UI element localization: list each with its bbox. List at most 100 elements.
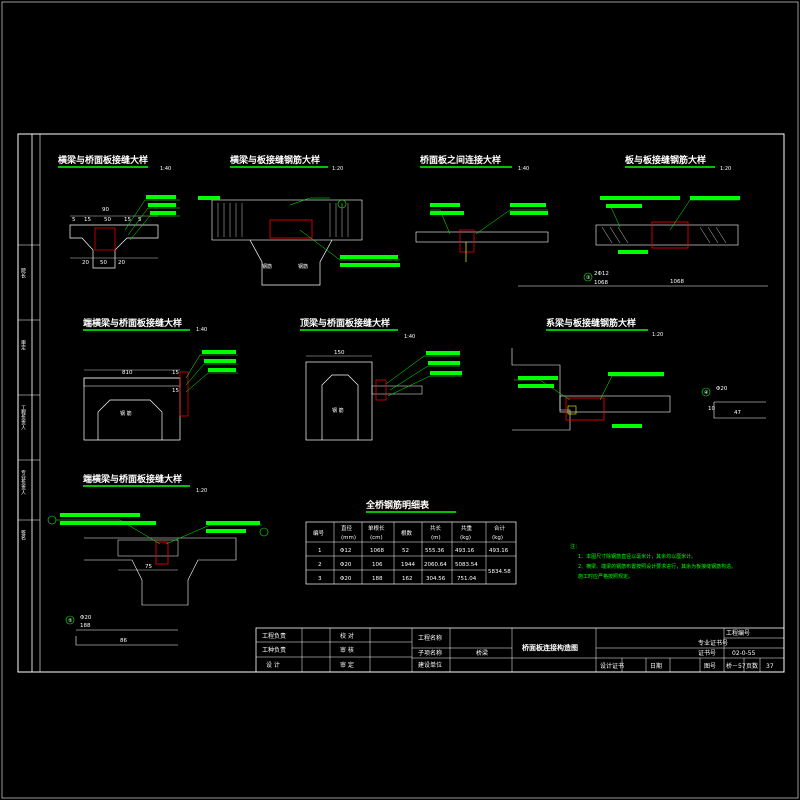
detail-1-label-bar-2 (148, 203, 176, 207)
detail-7-bar-shape (713, 402, 766, 419)
detail-7-label-bar-2 (518, 384, 554, 388)
detail-6-opening (321, 374, 359, 440)
detail-8-callout-circle-a (47, 515, 57, 525)
tb-right-top-a: 专业证书号 (698, 639, 728, 647)
detail-3-label-bar-2 (430, 211, 464, 215)
notes-line-3: 施工时应严格按照规定。 (578, 573, 633, 580)
detail-8-callout-circle-b (259, 527, 269, 537)
detail-4-label-bar-2 (606, 204, 642, 208)
detail-8-scale: 1:20 (196, 488, 207, 494)
detail-6-label-bar-3 (430, 371, 462, 375)
detail-4-label-bar-3 (690, 196, 740, 200)
detail-4-callout-text: 2Φ12 (594, 271, 609, 277)
tb-bottom-5: 页数 (746, 662, 758, 670)
detail-2-beam (249, 239, 333, 286)
tb-r1c3: 校 对 (340, 632, 354, 640)
detail-8-label-bar-1 (60, 513, 140, 517)
detail-6-center-label: 钢 筋 (332, 407, 344, 414)
detail-5-dim: 810 (122, 370, 133, 376)
detail-2-label-b: 钢筋 (298, 263, 308, 270)
table-row: 3 Φ20 188 162 304.56 751.04 (318, 576, 477, 582)
table-row: 2 Φ20 106 1944 2060.64 5083.54 (318, 562, 478, 568)
detail-2-slab (211, 199, 363, 241)
th-3: 单根长 (368, 524, 385, 532)
left-strip-label-5: 签名 (20, 529, 26, 541)
detail-7-label-bar-4 (612, 424, 642, 428)
cell: 493.16 (455, 548, 475, 554)
detail-8: 端横梁与桥面板接缝大样 1:20 75 ⑤ Φ20 188 86 (47, 473, 269, 646)
detail-8-callout-text: Φ20 (80, 615, 92, 621)
detail-5-label-bar-1 (202, 350, 236, 354)
detail-6-label-bar-2 (428, 361, 460, 365)
tb-right-mid-b: 02-0-55 (732, 650, 756, 657)
dim-15a: 15 (84, 217, 91, 223)
notes: 注： 1、本图尺寸除钢筋直径以毫米计，其余均以厘米计。 2、横梁、端梁的钢筋布置… (570, 543, 736, 580)
detail-3-scale: 1:40 (518, 166, 529, 172)
tb-drawing-title: 桥面板连接构造图 (522, 643, 578, 652)
cell: 304.56 (426, 576, 446, 582)
table-merged-total: 5834.58 (488, 569, 511, 575)
dim-5a: 5 (72, 217, 76, 223)
cell: 106 (372, 562, 383, 568)
tb-right-top-b: 工程编号 (726, 629, 750, 637)
tb-r3c3: 审 定 (340, 661, 354, 669)
detail-4: 板与板接缝钢筋大样 1:20 ③ 2Φ12 1068 1068 (518, 154, 768, 287)
table-frame (305, 521, 517, 585)
tb-r1c1: 工程负责 (262, 632, 286, 640)
detail-8-callout-sub: 188 (80, 623, 91, 629)
cell: 1944 (401, 562, 415, 568)
detail-6-dim: 150 (334, 350, 345, 356)
detail-6-label-bar-1 (426, 351, 460, 355)
detail-2-label-bar-3 (198, 196, 220, 200)
th-3u: (cm) (370, 535, 383, 541)
detail-6-slab (371, 385, 423, 395)
tb-bottom-1: 设计证书 (600, 662, 624, 670)
detail-7-slab (559, 395, 671, 413)
tb-r2c1: 工种负责 (262, 646, 286, 654)
detail-8-rebar (155, 541, 169, 565)
detail-7-rebar (565, 397, 605, 421)
detail-4-hatch (601, 226, 727, 244)
detail-7-dim: 47 (734, 410, 741, 416)
th-6u: (kg) (460, 535, 471, 541)
cell: Φ12 (340, 548, 351, 554)
detail-6-title: 顶梁与桥面板接缝大样 (300, 317, 390, 329)
detail-3-label-bar-3 (510, 203, 546, 207)
detail-2-callout (337, 199, 347, 209)
dim-20a: 20 (82, 260, 89, 266)
title-block-frame (255, 627, 785, 673)
detail-2-title: 横梁与板接缝钢筋大样 (230, 154, 320, 166)
table-title: 全桥钢筋明细表 (365, 499, 430, 511)
detail-2-scale: 1:20 (332, 166, 343, 172)
detail-7-title: 系梁与板接缝钢筋大样 (546, 317, 636, 329)
detail-7-callout-sub: 10 (708, 406, 715, 412)
cell: 162 (402, 576, 413, 582)
th-2: 直径 (341, 524, 353, 532)
tb-right-mid-a: 证书号 (698, 649, 716, 657)
dim-90: 90 (102, 207, 109, 213)
detail-8-dim2: 86 (120, 638, 127, 644)
detail-8-slab (117, 539, 179, 557)
detail-3-slab (415, 231, 549, 243)
detail-7-label-bar-3 (608, 372, 664, 376)
tb-bottom-2: 日期 (650, 662, 662, 670)
th-4: 根数 (401, 529, 413, 537)
left-strip-label-4: 专业负责人 (20, 469, 26, 495)
detail-1-rebar (94, 227, 116, 251)
rebar-table: 全桥钢筋明细表 编号 直径 (mm) 单根长 (cm) 根数 共长 (m) 共重… (305, 499, 517, 585)
detail-2-label-bar-2 (340, 263, 400, 267)
detail-1-dims: 90 5 15 50 15 5 20 50 20 (70, 207, 158, 266)
th-6: 共重 (461, 524, 473, 532)
detail-3-label-bar-4 (510, 211, 548, 215)
detail-5-center-label: 钢 筋 (120, 410, 132, 417)
detail-6-rebar (375, 379, 387, 401)
detail-8-label-bar-3 (206, 521, 260, 525)
tb-bottom-6: 37 (766, 663, 774, 670)
detail-7-callout-text: Φ20 (716, 386, 728, 392)
detail-8-callout-circle-c (65, 615, 75, 625)
detail-7-scale: 1:20 (652, 332, 663, 338)
table-grid (306, 522, 516, 584)
th-5: 共长 (430, 524, 442, 532)
detail-8-callout-num: ⑤ (68, 618, 72, 624)
